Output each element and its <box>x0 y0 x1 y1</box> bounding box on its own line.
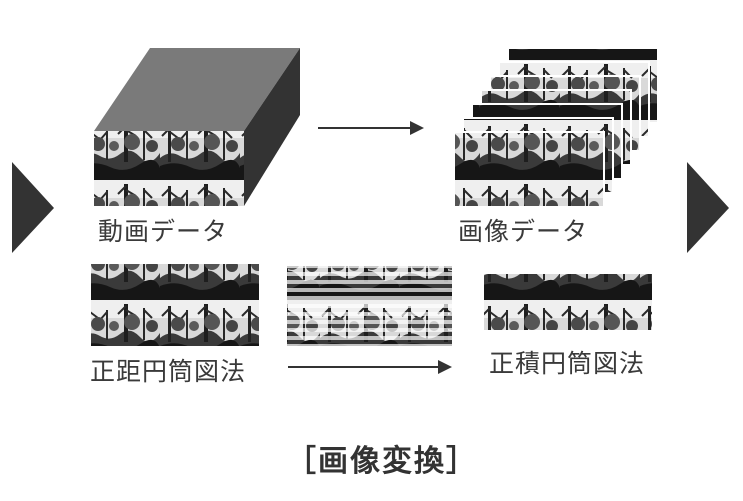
cube-front-photo <box>94 131 244 206</box>
diagram-caption: ［画像変換］ <box>286 444 478 479</box>
video-data-label: 動画データ <box>98 217 229 246</box>
cube-side-face <box>244 48 300 206</box>
equal-area-label: 正積円筒図法 <box>489 349 646 378</box>
frame-1 <box>453 131 605 208</box>
cube-top-face <box>94 48 300 131</box>
equirectangular-label: 正距円筒図法 <box>90 357 247 386</box>
image-data-label: 画像データ <box>458 217 589 246</box>
